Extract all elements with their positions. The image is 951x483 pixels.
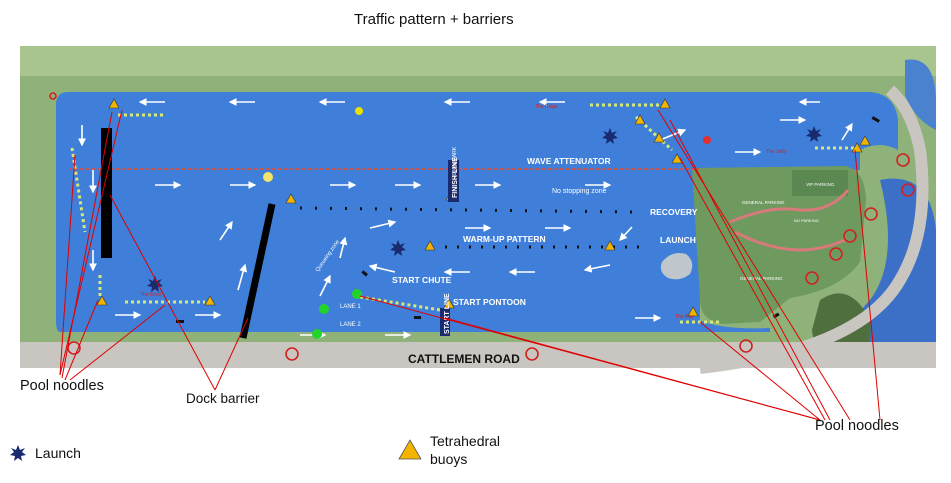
red-label-bay: The Bay [675,314,694,320]
top-right-pond [905,59,936,130]
launch-rock [660,253,693,280]
curved-road [699,85,929,374]
wave-attenuator-label: WAVE ATTENUATOR [527,156,611,166]
lane1-label: LANE 1 [340,304,361,310]
buoy-legend-icon [398,439,422,460]
start-chute-label: START CHUTE [392,275,452,285]
vip-parking-label: VIP PARKING [806,182,835,187]
boats [176,116,880,323]
dock-barrier-callout: Dock barrier [186,391,260,406]
gen-parking-label-2: GENERAL PARKING [740,276,783,281]
page-title: Traffic pattern + barriers [354,11,514,28]
start-pontoon-label: START PONTOON [453,297,526,307]
traffic-arrows [78,98,853,339]
launch-label: LAUNCH [660,235,696,245]
callout-lines [59,109,881,421]
vip-lot [792,170,848,196]
parking-road [729,189,850,224]
finish-line-label: FINISH LINE [452,157,459,198]
red-label-jetty: The Jetty [766,149,787,155]
red-label-ridge: The Ridge [535,104,558,110]
start-line-marker [440,308,450,336]
tetrahedral-buoys [96,98,871,317]
road-label: CATTLEMEN ROAD [408,352,520,366]
red-marker [703,136,711,144]
dock-barrier-left [101,128,112,258]
road-circles [49,92,915,361]
mark-1000-label: 1000m MARK [452,146,458,178]
buoys-legend-label-2: buoys [430,451,468,467]
launch-star-markers [147,126,822,292]
pool-noodles-right-callout: Pool noodles [815,418,899,434]
launch-legend-icon [10,445,26,461]
start-line-label: START LINE [444,293,451,334]
launch-legend-label: Launch [35,445,81,461]
parking-road-2 [734,230,846,252]
yellow-marker [355,107,363,115]
finish-line-marker [448,160,459,202]
recovery-label: RECOVERY [650,207,698,217]
parking-peninsula [692,166,866,324]
warmup-label: WARM-UP PATTERN [463,234,546,244]
pool-noodles-left-callout: Pool noodles [20,378,104,394]
lane2-label: LANE 2 [340,322,361,328]
red-label-knoll: The Knoll [140,292,161,298]
yellow-marker-2 [263,172,273,182]
upper-park [20,46,936,76]
green-marker-1 [352,289,362,299]
gen-parking-label-1: GENERAL PARKING [742,200,785,205]
dock-barrier-diagonal [239,203,276,339]
no-parking-label: NO PARKING [794,218,819,223]
green-marker-2 [319,304,329,314]
no-stopping-label: No stopping zone [552,188,607,195]
green-marker-3 [312,329,322,339]
buoys-legend-label-1: Tetrahedral [430,433,501,449]
